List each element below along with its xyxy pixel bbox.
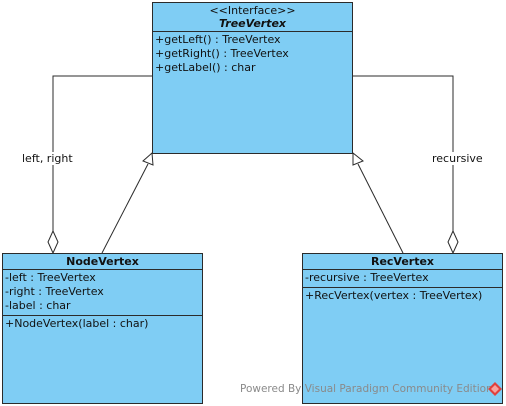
node-vertex-operations: +NodeVertex(label : char) [3,316,202,333]
node-vertex-header: NodeVertex [3,254,202,270]
attribute-row: -left : TreeVertex [5,271,96,284]
rec-vertex-operations: +RecVertex(vertex : TreeVertex) [303,288,502,305]
left-right-association-label: left, right [22,152,73,165]
node-vertex-class[interactable]: NodeVertex -left : TreeVertex -right : T… [2,253,203,404]
left-right-association-line [52,75,152,231]
powered-by-watermark: Powered By Visual Paradigm Community Edi… [240,383,493,395]
recursive-association-label: recursive [432,152,483,165]
node-vertex-name: NodeVertex [66,255,139,268]
node-vertex-attributes: -left : TreeVertex -right : TreeVertex -… [3,270,202,316]
rec-vertex-realization-line [357,163,404,254]
left-right-aggregation-diamond [47,229,59,255]
rec-vertex-name: RecVertex [370,255,435,268]
node-vertex-realization-arrowhead [142,151,154,166]
rec-vertex-header: RecVertex [303,254,502,270]
rec-vertex-class[interactable]: RecVertex -recursive : TreeVertex +RecVe… [302,253,503,404]
operation-row: +getLabel() : char [155,61,256,74]
recursive-aggregation-diamond [447,229,459,255]
operation-row: +RecVertex(vertex : TreeVertex) [305,289,483,302]
operation-row: +NodeVertex(label : char) [5,317,149,330]
tree-vertex-name: TreeVertex [218,17,287,30]
operation-row: +getLeft() : TreeVertex [155,33,281,46]
operation-row: +getRight() : TreeVertex [155,47,289,60]
node-vertex-realization-line [101,163,149,254]
attribute-row: -label : char [5,299,71,312]
rec-vertex-attributes: -recursive : TreeVertex [303,270,502,288]
tree-vertex-class[interactable]: <<Interface>> TreeVertex +getLeft() : Tr… [152,2,353,154]
attribute-row: -recursive : TreeVertex [305,271,429,284]
recursive-association-line [353,75,454,231]
tree-vertex-operations: +getLeft() : TreeVertex +getRight() : Tr… [153,32,352,77]
tree-vertex-header: <<Interface>> TreeVertex [153,3,352,32]
tree-vertex-stereotype: <<Interface>> [209,4,296,17]
rec-vertex-realization-arrowhead [352,151,364,166]
visual-paradigm-logo-icon [488,382,502,396]
attribute-row: -right : TreeVertex [5,285,104,298]
